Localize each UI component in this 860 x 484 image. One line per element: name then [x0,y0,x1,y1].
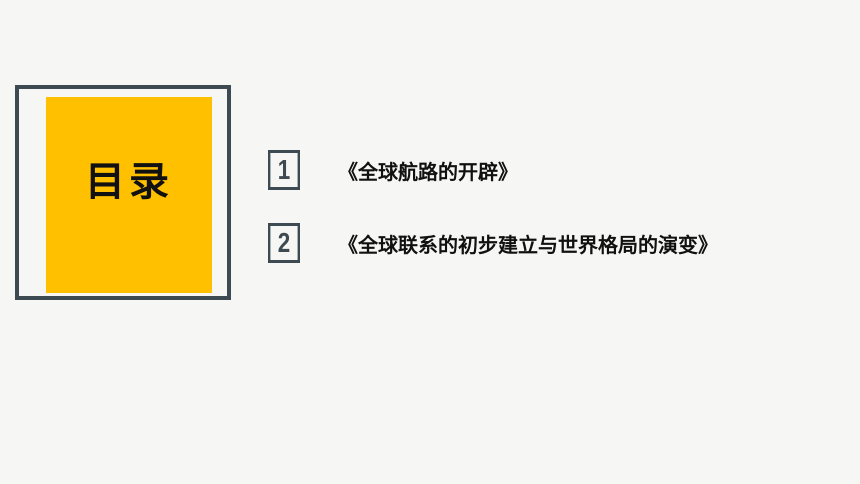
toc-number-box-2: 2 [268,223,300,263]
toc-item-2[interactable]: 2 《全球联系的初步建立与世界格局的演变》 [268,223,718,263]
toc-number-box-1: 1 [268,150,300,190]
toc-number-1: 1 [277,154,291,185]
title-block: 目录 [46,97,212,293]
toc-number-2: 2 [277,227,291,258]
page-title: 目录 [85,159,173,205]
toc-label-2: 《全球联系的初步建立与世界格局的演变》 [338,232,718,257]
toc-item-1[interactable]: 1 《全球航路的开辟》 [268,150,518,190]
toc-label-1: 《全球航路的开辟》 [338,159,518,184]
title-frame [15,85,231,300]
